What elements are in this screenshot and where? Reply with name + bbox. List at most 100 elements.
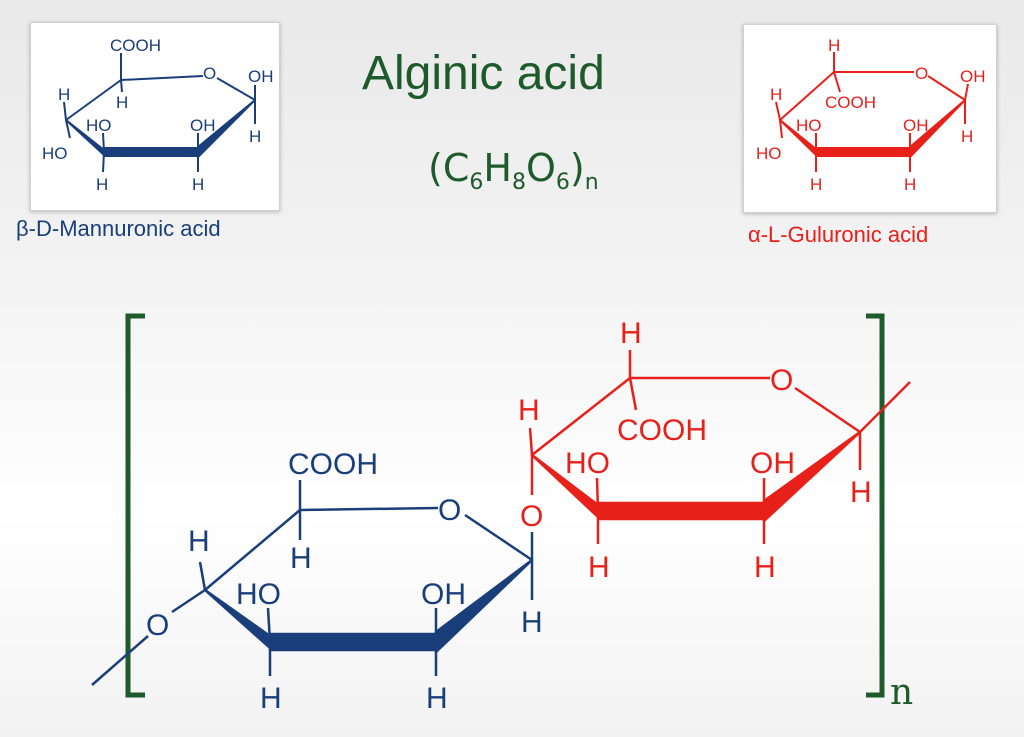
atom-label: H — [116, 93, 128, 112]
formula-o: O — [525, 146, 556, 190]
atom-label: H — [850, 476, 872, 509]
mannuronic-small-structure — [63, 53, 256, 173]
bond — [859, 381, 911, 433]
mannuronic-small-labels: COOH O OH H H HO HO OH H H H — [42, 36, 274, 194]
atom-label: H — [961, 127, 973, 146]
atom-label: H — [904, 175, 916, 194]
atom-label: H — [754, 551, 776, 584]
bond — [204, 509, 301, 591]
bond — [927, 75, 966, 101]
bond — [464, 513, 533, 562]
bond — [595, 477, 600, 512]
atom-label: H — [521, 606, 543, 639]
bold-bond — [103, 147, 199, 157]
atom-label: OH — [248, 67, 274, 86]
atom-label: COOH — [288, 448, 378, 481]
page-title: Alginic acid — [362, 47, 605, 100]
repeat-subscript-n: n — [890, 672, 913, 713]
atom-label: H — [260, 682, 282, 715]
polymer-mannuronic-labels: COOH O H H O HO OH H H H — [146, 448, 543, 715]
bond — [779, 71, 835, 121]
guluronic-small-structure — [775, 52, 969, 172]
mannuronic-caption: β-D-Mannuronic acid — [16, 216, 221, 241]
guluronic-structure-card — [743, 24, 997, 213]
atom-label: O — [438, 494, 461, 527]
atom-label: H — [518, 394, 540, 427]
bond — [171, 588, 206, 614]
bold-bond — [815, 147, 911, 157]
atom-label: H — [58, 85, 70, 104]
formula-c-sub: 6 — [469, 170, 484, 195]
bond — [216, 77, 256, 101]
atom-label: O — [520, 500, 543, 533]
atom-label: H — [192, 175, 204, 194]
formula-o-sub: 6 — [555, 170, 570, 195]
bond — [63, 101, 67, 121]
formula-h: H — [483, 146, 512, 190]
atom-label: COOH — [825, 93, 876, 112]
bond — [833, 71, 841, 93]
atom-label: H — [290, 542, 312, 575]
atom-label: H — [828, 36, 840, 55]
atom-label: HO — [756, 144, 782, 163]
bond — [266, 607, 272, 643]
bond — [299, 506, 439, 512]
polymer-brackets — [125, 313, 885, 698]
bond — [628, 377, 638, 411]
atom-label: OH — [903, 116, 929, 135]
polymer-guluronic-labels: H O H COOH HO OH O H H H — [518, 317, 872, 584]
bond — [120, 75, 204, 81]
atom-label: H — [96, 175, 108, 194]
bold-bond — [268, 632, 438, 652]
polymer-mannuronic-unit — [91, 480, 534, 686]
atom-label: O — [915, 64, 928, 83]
atom-label: O — [203, 64, 216, 83]
right-bracket — [866, 313, 885, 698]
left-bracket — [125, 313, 145, 698]
bond — [531, 377, 631, 456]
bond — [794, 386, 861, 434]
bond — [528, 427, 534, 456]
atom-label: HO — [796, 116, 822, 135]
bond — [65, 79, 122, 121]
formula-close-paren: ) — [569, 146, 585, 190]
formula-n-sub: n — [584, 170, 599, 195]
formula-h-sub: 8 — [511, 170, 526, 195]
bond — [120, 79, 123, 93]
atom-label: O — [770, 364, 793, 397]
atom-label: COOH — [110, 36, 161, 55]
bond — [198, 561, 207, 591]
atom-label: OH — [960, 67, 986, 86]
bond — [775, 101, 781, 121]
bond — [102, 151, 105, 173]
atom-label: H — [588, 551, 610, 584]
atom-label: H — [426, 682, 448, 715]
atom-label: HO — [236, 578, 281, 611]
polymer-guluronic-unit — [528, 350, 911, 544]
bond — [102, 132, 105, 153]
atom-label: OH — [190, 116, 216, 135]
molecular-formula: (C6H8O6)n — [428, 146, 599, 195]
formula-c: C — [442, 146, 470, 190]
atom-label: HO — [86, 116, 112, 135]
atom-label: HO — [42, 144, 68, 163]
bond — [65, 119, 71, 139]
guluronic-caption: α-L-Guluronic acid — [748, 222, 929, 247]
bold-bond — [596, 501, 766, 521]
atom-label: H — [249, 127, 261, 146]
atom-label: OH — [750, 447, 795, 480]
atom-label: H — [770, 85, 782, 104]
guluronic-small-labels: H O OH H COOH HO HO OH H H H — [756, 36, 986, 194]
bond — [779, 119, 783, 139]
atom-label: H — [188, 525, 210, 558]
atom-label: OH — [421, 578, 466, 611]
atom-label: COOH — [617, 414, 707, 447]
bond — [91, 635, 149, 686]
atom-label: H — [620, 317, 642, 350]
atom-label: O — [146, 609, 169, 642]
atom-label: HO — [565, 447, 610, 480]
bond — [964, 83, 969, 101]
atom-label: H — [810, 175, 822, 194]
formula-open-paren: ( — [428, 146, 443, 190]
